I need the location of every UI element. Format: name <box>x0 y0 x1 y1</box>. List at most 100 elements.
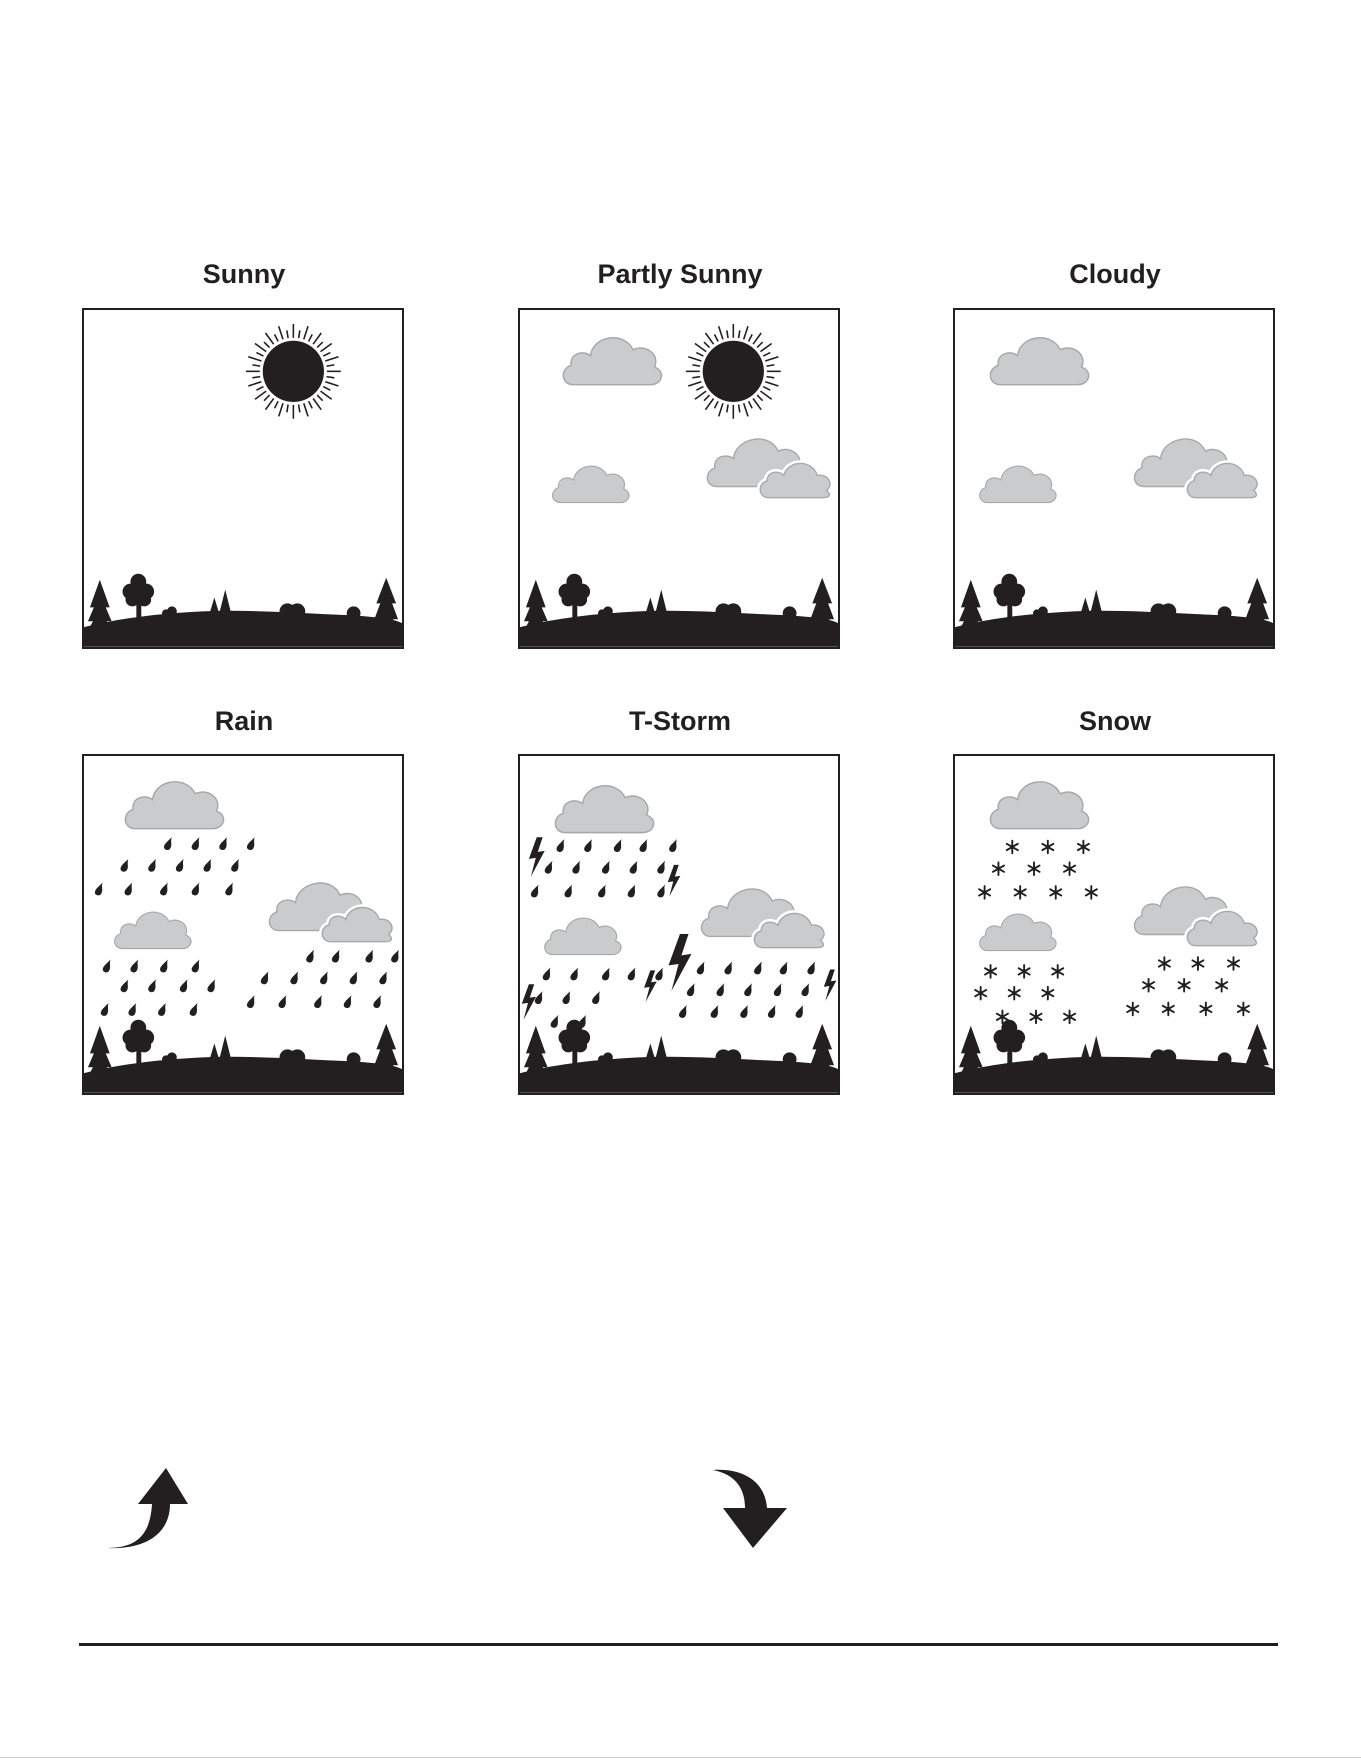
raindrop-icon <box>180 979 188 992</box>
sun-ray <box>256 387 263 391</box>
sun-ray <box>264 342 270 348</box>
raindrop-icon <box>657 885 665 898</box>
raindrop-icon <box>780 962 788 975</box>
panel-partly-sunny <box>518 308 840 649</box>
label-snow: Snow <box>953 705 1277 737</box>
raindrop-icon <box>655 967 663 980</box>
sun-ray <box>739 405 740 413</box>
raindrop-icon <box>130 960 138 973</box>
sun-ray <box>695 391 706 399</box>
label-partly-sunny: Partly Sunny <box>518 258 842 290</box>
snowflake-icon <box>1050 886 1061 899</box>
landscape-icon <box>955 574 1273 647</box>
sun-ray <box>299 330 300 338</box>
raindrop-icon <box>630 861 638 874</box>
sun-ray <box>753 399 761 410</box>
sun-icon <box>246 324 341 419</box>
sun-ray <box>275 401 279 408</box>
landscape-icon <box>520 574 838 647</box>
raindrop-icon <box>121 859 129 872</box>
sun-ray <box>299 405 300 413</box>
cloud-icon <box>563 338 661 385</box>
cloud-icon <box>990 338 1088 385</box>
cloud-icon <box>115 912 191 948</box>
sun-ray <box>753 333 761 344</box>
sun-ray <box>749 401 753 408</box>
cloudy-scene <box>955 310 1273 647</box>
landscape-icon <box>520 1020 838 1093</box>
snowflake-icon <box>985 965 996 978</box>
cloud-icon <box>125 782 223 829</box>
sun-ray <box>313 333 321 344</box>
snowflake-icon <box>1009 987 1020 1000</box>
sun-ray <box>766 377 774 378</box>
raindrop-icon <box>531 885 539 898</box>
raindrop-icon <box>774 983 782 996</box>
raindrop-icon <box>740 1005 748 1018</box>
label-sunny: Sunny <box>82 258 406 290</box>
snowflake-icon <box>1086 886 1097 899</box>
raindrop-icon <box>572 861 580 874</box>
raindrop-icon <box>602 861 610 874</box>
sun-ray <box>757 342 763 348</box>
snowflake-icon <box>1192 957 1203 970</box>
sun-ray <box>266 333 274 344</box>
snowflake-icon <box>1078 841 1089 854</box>
sun-ray <box>766 365 774 366</box>
landscape-icon <box>955 1020 1273 1093</box>
raindrop-icon <box>744 983 752 996</box>
sun-ray <box>727 330 728 338</box>
raindrop-icon <box>176 859 184 872</box>
raindrop-icon <box>124 883 132 896</box>
snowflake-icon <box>1143 979 1154 992</box>
raindrop-icon <box>801 983 809 996</box>
raindrop-icon <box>306 950 314 963</box>
raindrop-icon <box>796 1005 804 1018</box>
sun-ray <box>255 343 266 351</box>
sun-ray <box>705 399 713 410</box>
raindrop-icon <box>148 859 156 872</box>
raindrop-icon <box>628 967 636 980</box>
sun-ray <box>304 326 308 339</box>
sun-ray <box>317 342 323 348</box>
sun-ray <box>714 401 718 408</box>
cloud-icon <box>990 782 1088 829</box>
raindrop-icon <box>190 1003 198 1016</box>
snowflake-icon <box>1127 1003 1138 1016</box>
raindrop-icon <box>602 967 610 980</box>
sun-ray <box>252 365 260 366</box>
sun-ray <box>264 395 270 401</box>
snowflake-icon <box>1019 965 1030 978</box>
raindrop-icon <box>247 837 255 850</box>
landscape-icon <box>84 574 402 647</box>
snowflake-icon <box>1200 1003 1211 1016</box>
snowflake-icon <box>1064 1011 1075 1024</box>
sun-ray <box>739 330 740 338</box>
label-t-storm: T-Storm <box>518 705 842 737</box>
raindrop-icon <box>332 950 340 963</box>
sun-ray <box>727 405 728 413</box>
curved-arrow-down-icon <box>711 1468 795 1550</box>
panel-cloudy <box>953 308 1275 649</box>
sun-ray <box>323 387 330 391</box>
panel-t-storm <box>518 754 840 1095</box>
raindrop-icon <box>261 971 269 984</box>
raindrop-icon <box>724 962 732 975</box>
raindrop-icon <box>160 883 168 896</box>
raindrop-icon <box>128 1003 136 1016</box>
raindrop-icon <box>679 1005 687 1018</box>
sunny-scene <box>84 310 402 647</box>
sun-ray <box>744 403 748 416</box>
raindrop-icon <box>657 861 665 874</box>
sun-ray <box>327 377 335 378</box>
sun-ray <box>279 403 283 416</box>
label-cloudy: Cloudy <box>953 258 1277 290</box>
raindrop-icon <box>754 962 762 975</box>
horizontal-rule <box>79 1643 1278 1646</box>
label-rain: Rain <box>82 705 406 737</box>
sun-ray <box>256 353 263 357</box>
sun-ray <box>714 334 718 341</box>
sun-core <box>703 341 764 402</box>
raindrop-icon <box>344 995 352 1008</box>
raindrop-icon <box>570 967 578 980</box>
